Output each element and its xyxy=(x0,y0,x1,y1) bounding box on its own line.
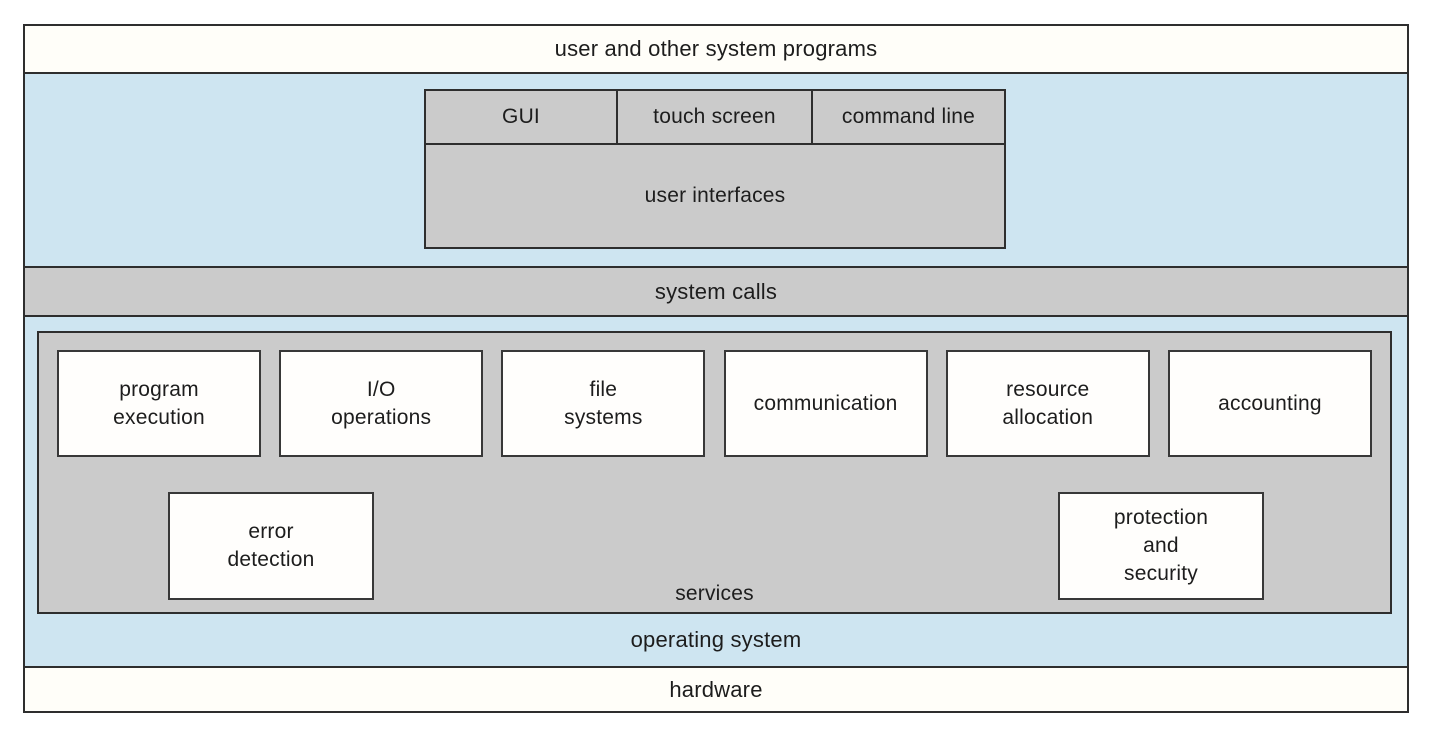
touch-screen-label: touch screen xyxy=(653,105,776,128)
hardware-label: hardware xyxy=(669,676,763,702)
communication-label: communication xyxy=(753,391,898,415)
system-calls-label: system calls xyxy=(654,278,778,304)
user-interfaces-box: GUI touch screen command line user inter… xyxy=(424,89,1006,249)
ui-cell-command-line: command line xyxy=(813,91,1004,143)
operating-system-label: operating system xyxy=(630,627,802,652)
service-box-program-execution: program execution xyxy=(57,350,261,457)
service-box-io-operations: I/O operations xyxy=(279,350,484,457)
ui-cell-gui: GUI xyxy=(426,91,618,143)
service-box-accounting: accounting xyxy=(1167,350,1372,457)
diagram-frame: user and other system programs GUI touch… xyxy=(23,24,1409,713)
user-interfaces-area: user interfaces xyxy=(426,145,1004,247)
service-box-communication: communication xyxy=(723,350,928,457)
command-line-label: command line xyxy=(841,105,976,128)
user-interfaces-label: user interfaces xyxy=(644,184,786,207)
service-box-protection-security: protection and security xyxy=(1058,492,1264,600)
ui-cell-touch-screen: touch screen xyxy=(618,91,813,143)
services-row-1: program execution I/O operations file sy… xyxy=(39,333,1390,457)
resource-allocation-label: resource allocation xyxy=(1002,377,1094,429)
service-box-file-systems: file systems xyxy=(501,350,706,457)
user-interface-band: GUI touch screen command line user inter… xyxy=(25,74,1407,266)
accounting-label: accounting xyxy=(1218,391,1322,415)
operating-system-label-area: operating system xyxy=(25,627,1407,653)
user-programs-label: user and other system programs xyxy=(554,36,878,61)
io-operations-label: I/O operations xyxy=(331,377,432,429)
hardware-band: hardware xyxy=(25,666,1407,711)
services-label: services xyxy=(675,582,754,605)
ui-types-row: GUI touch screen command line xyxy=(426,91,1004,145)
services-box: program execution I/O operations file sy… xyxy=(37,331,1392,614)
services-label-area: services xyxy=(39,582,1390,606)
operating-system-band: program execution I/O operations file sy… xyxy=(25,317,1407,666)
gui-label: GUI xyxy=(502,105,540,128)
error-detection-label: error detection xyxy=(227,520,315,571)
service-box-resource-allocation: resource allocation xyxy=(945,350,1150,457)
service-box-error-detection: error detection xyxy=(168,492,374,600)
file-systems-label: file systems xyxy=(564,377,643,429)
user-programs-band: user and other system programs xyxy=(25,26,1407,74)
system-calls-band: system calls xyxy=(25,266,1407,317)
protection-security-label: protection and security xyxy=(1113,506,1209,585)
program-execution-label: program execution xyxy=(113,377,205,429)
